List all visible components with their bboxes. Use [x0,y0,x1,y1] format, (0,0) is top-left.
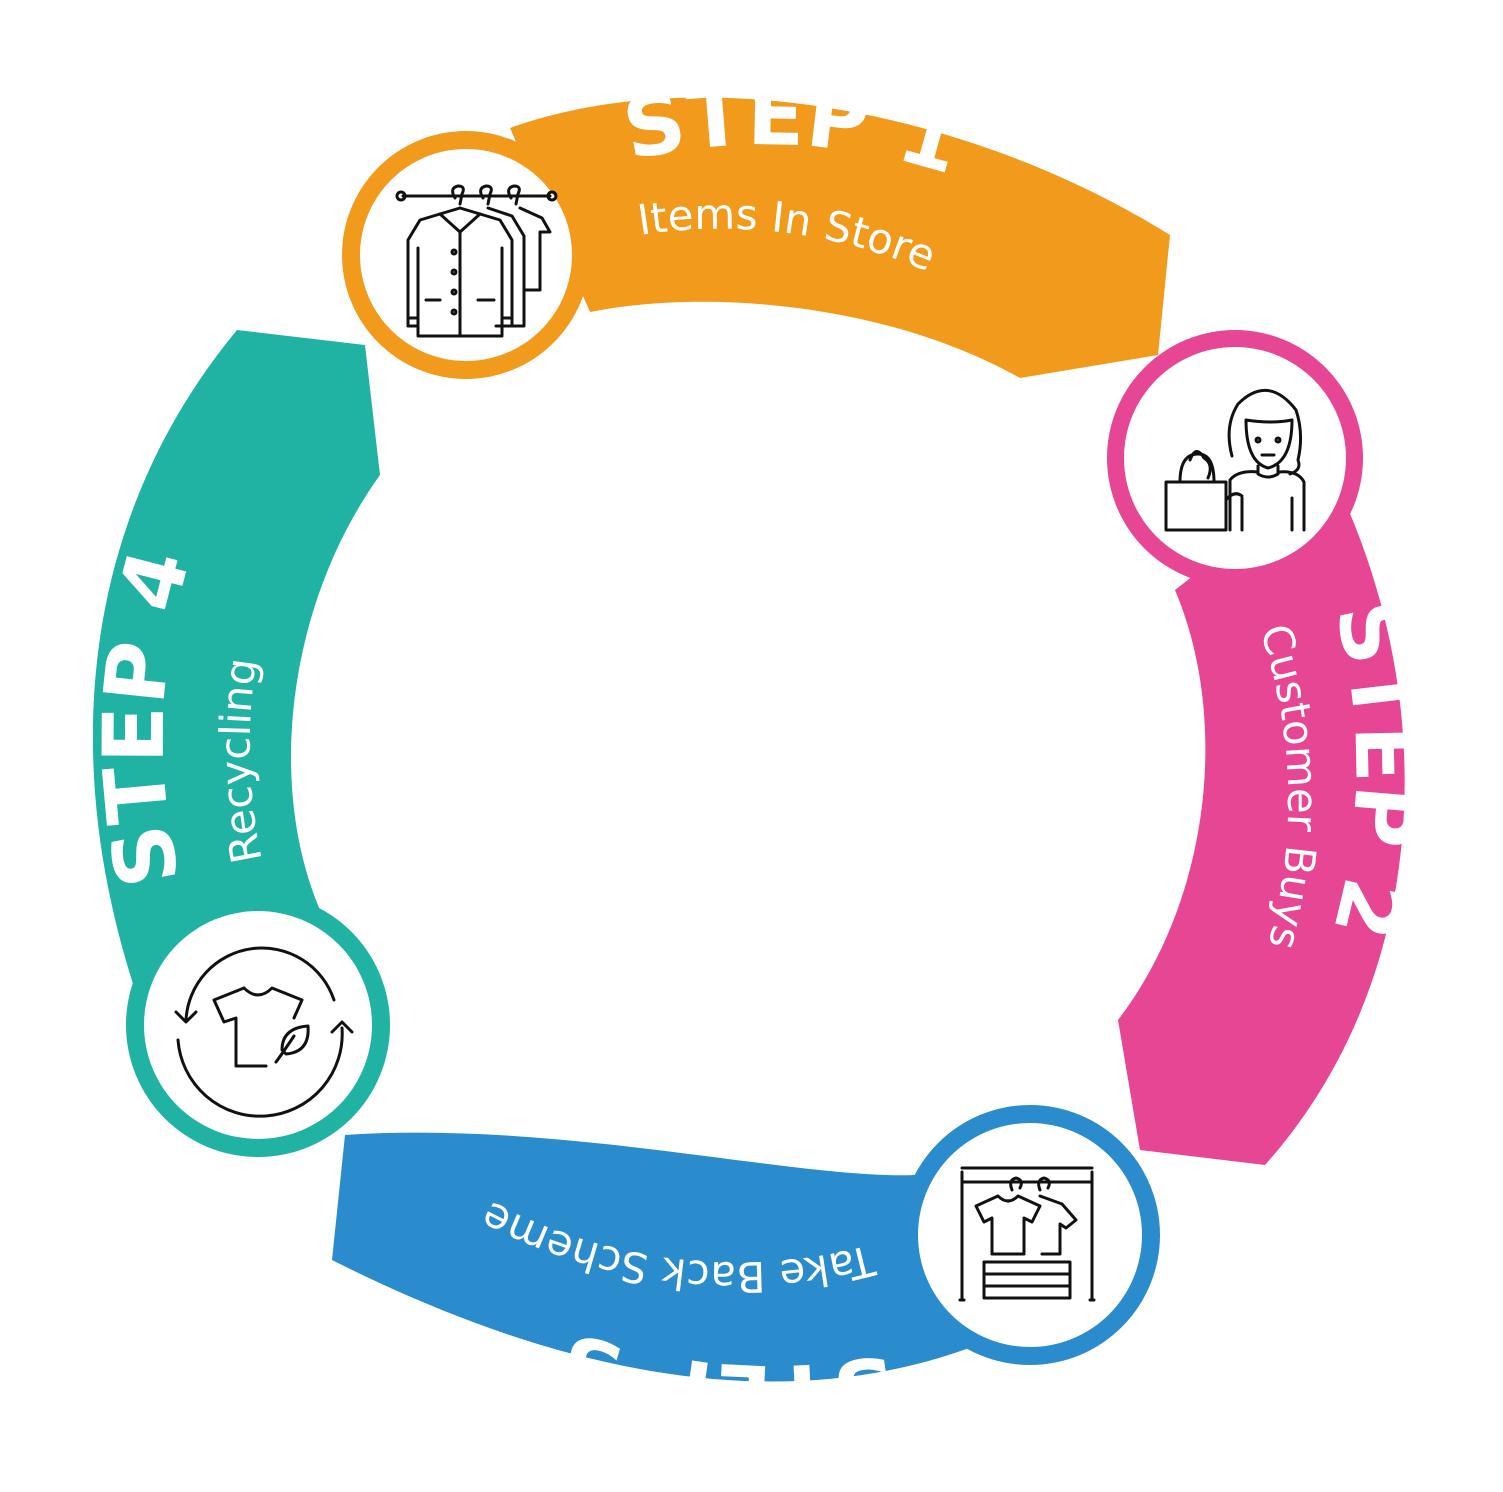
step4-band [92,330,380,990]
step3-group: STEP 3 Take Back Scheme [332,1105,1160,1445]
wardrobe-icon [958,1166,1096,1302]
step1-band [510,97,1170,378]
step2-band [1118,470,1405,1165]
recycle-tshirt-icon [174,946,354,1118]
step4-group: STEP 4 Recycling [85,330,390,1157]
step3-band [332,1132,990,1382]
clothes-rack-icon [395,184,558,338]
customer-shopping-bag-icon [1164,388,1306,532]
step1-group: STEP 1 Items In Store [342,66,1170,379]
step2-group: STEP 2 Customer Buys [1107,330,1435,1165]
